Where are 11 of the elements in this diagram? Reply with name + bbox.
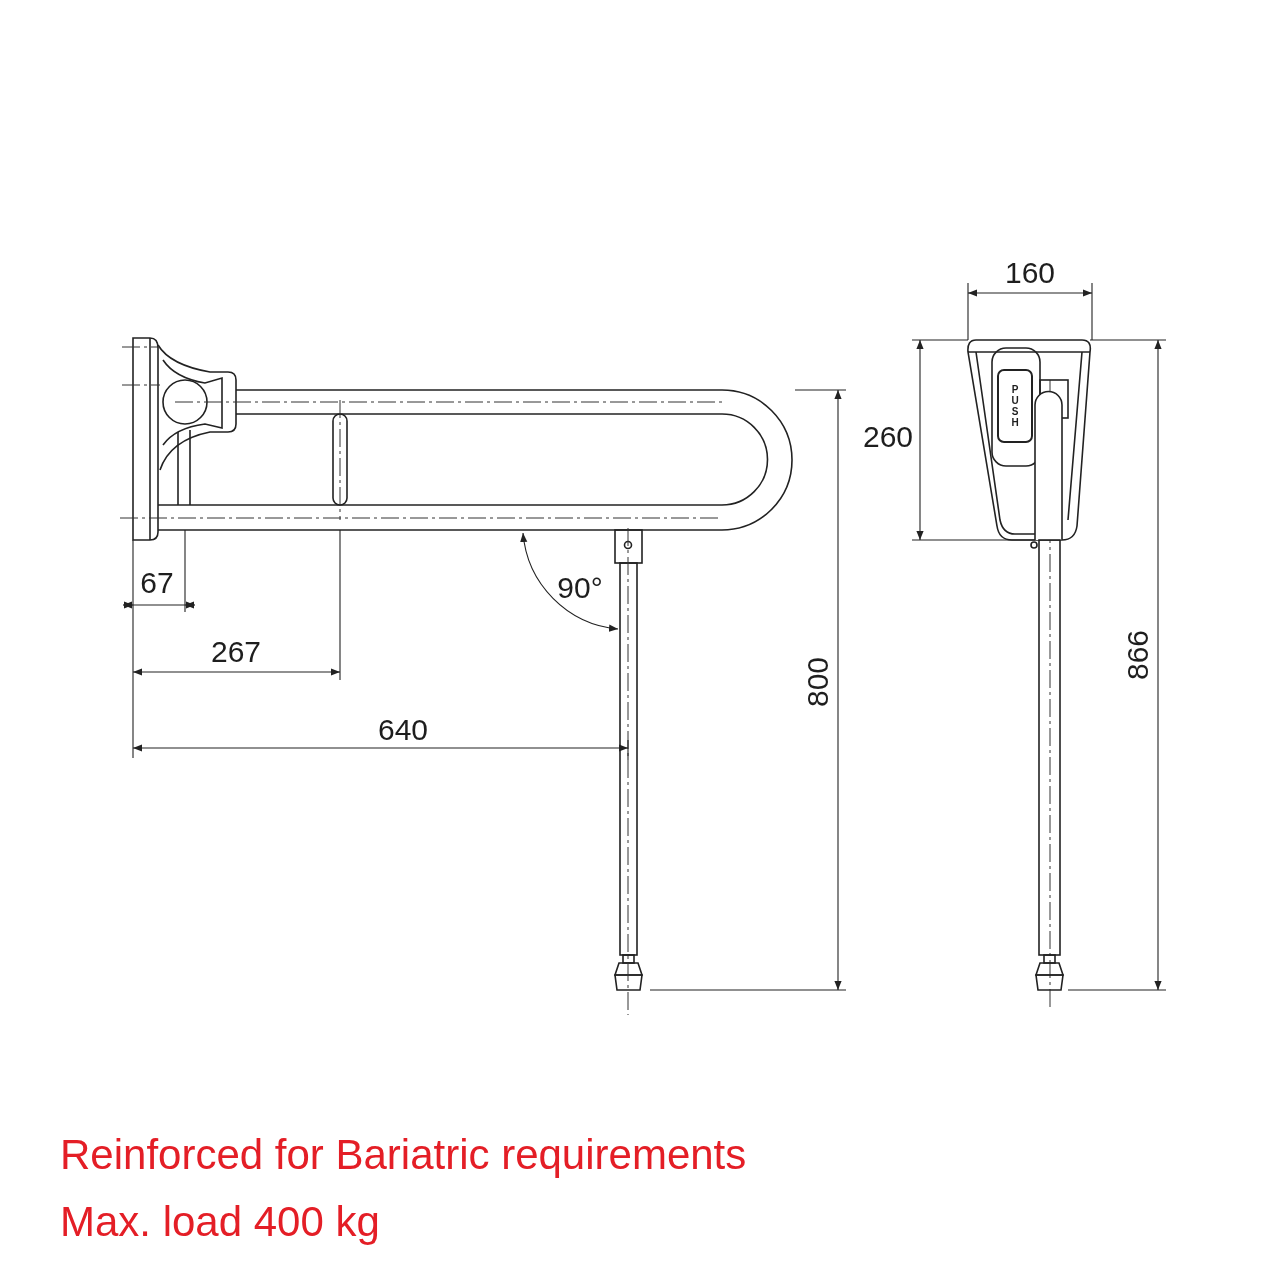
dimension-label: 800 (803, 656, 833, 708)
dimension-label: 67 (140, 568, 174, 598)
note-text: Max. load 400 kg (60, 1201, 380, 1243)
dimension-label: 866 (1123, 629, 1153, 681)
dimension-label: 260 (862, 422, 914, 452)
note-text: Reinforced for Bariatric requirements (60, 1134, 747, 1176)
angle-label: 90° (557, 573, 603, 603)
dimension-label: 267 (210, 637, 262, 667)
button-label: PUSH (1010, 384, 1020, 428)
dimension-label: 640 (377, 715, 429, 745)
dimension-label: 160 (1004, 258, 1056, 288)
